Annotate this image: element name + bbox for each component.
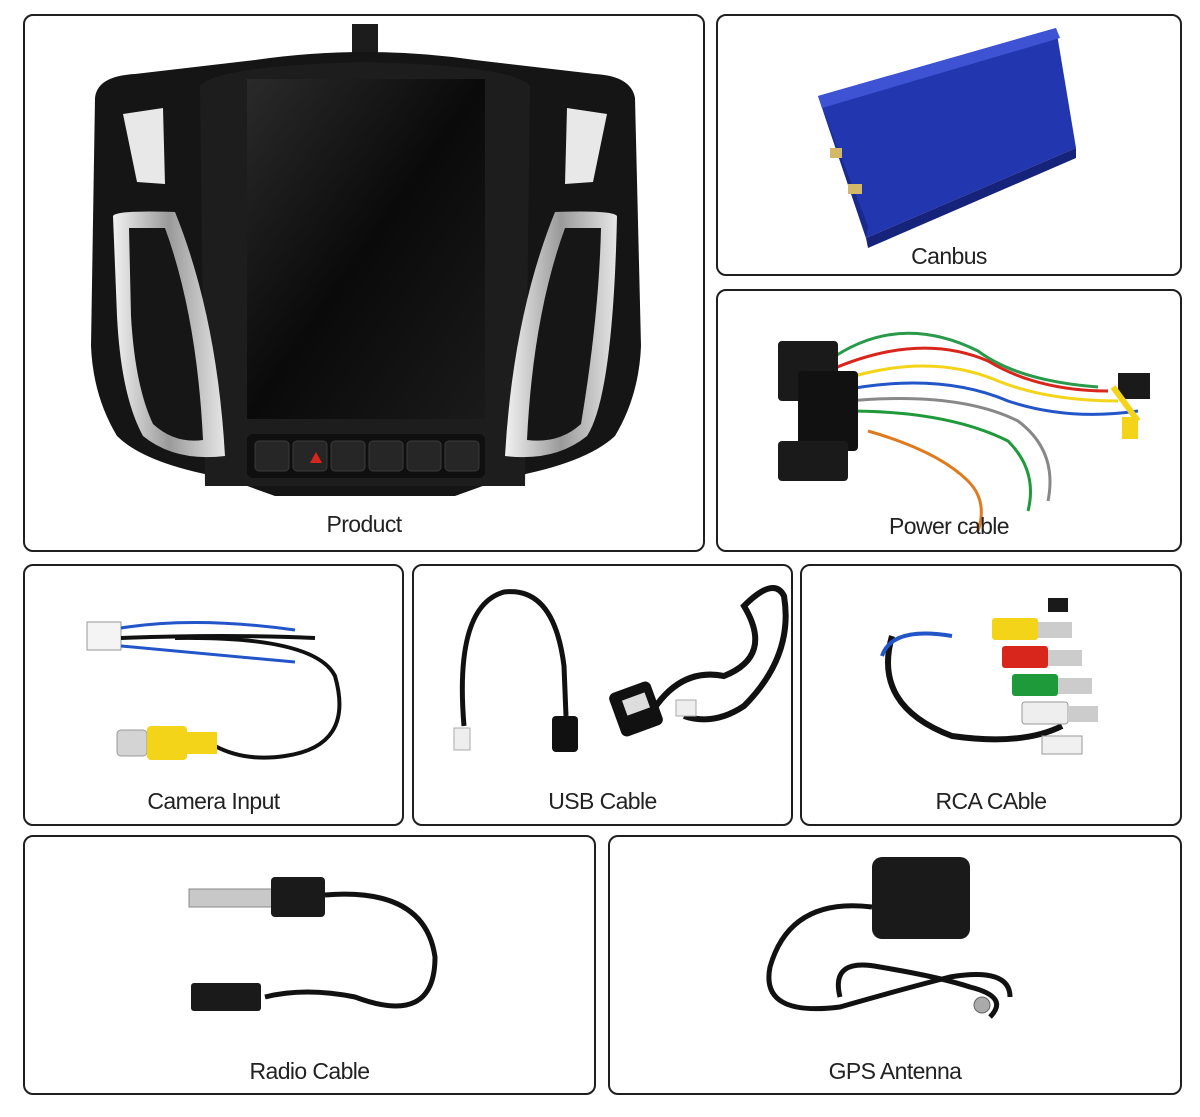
usb-cable-card[interactable]: USB Cable — [412, 564, 793, 826]
canbus-box-image — [818, 28, 1076, 248]
camera-input-card[interactable]: Camera Input — [23, 564, 404, 826]
usb-cable-image — [453, 585, 789, 752]
camera-input-cable-image — [86, 620, 342, 760]
gps-antenna-card[interactable]: GPS Antenna — [608, 835, 1182, 1095]
power-cable-label: Power cable — [889, 513, 1010, 539]
radio-cable-card[interactable]: Radio Cable — [23, 835, 596, 1095]
rca-cable-label: RCA CAble — [935, 788, 1048, 814]
gps-antenna-image — [766, 857, 1013, 1019]
radio-cable-image — [188, 877, 438, 1011]
gps-antenna-label: GPS Antenna — [828, 1058, 962, 1084]
canbus-card[interactable]: Canbus — [716, 14, 1182, 276]
rca-cable-image — [880, 598, 1098, 755]
usb-cable-label: USB Cable — [548, 788, 657, 814]
power-cable-card[interactable]: Power cable — [716, 289, 1182, 552]
radio-cable-label: Radio Cable — [249, 1058, 371, 1084]
product-card[interactable]: Product — [23, 14, 705, 552]
rca-cable-card[interactable]: RCA CAble — [800, 564, 1182, 826]
head-unit-image — [91, 24, 641, 496]
power-cable-image — [778, 331, 1150, 532]
camera-input-label: Camera Input — [147, 788, 280, 814]
product-label: Product — [326, 511, 402, 537]
canbus-label: Canbus — [911, 243, 987, 269]
